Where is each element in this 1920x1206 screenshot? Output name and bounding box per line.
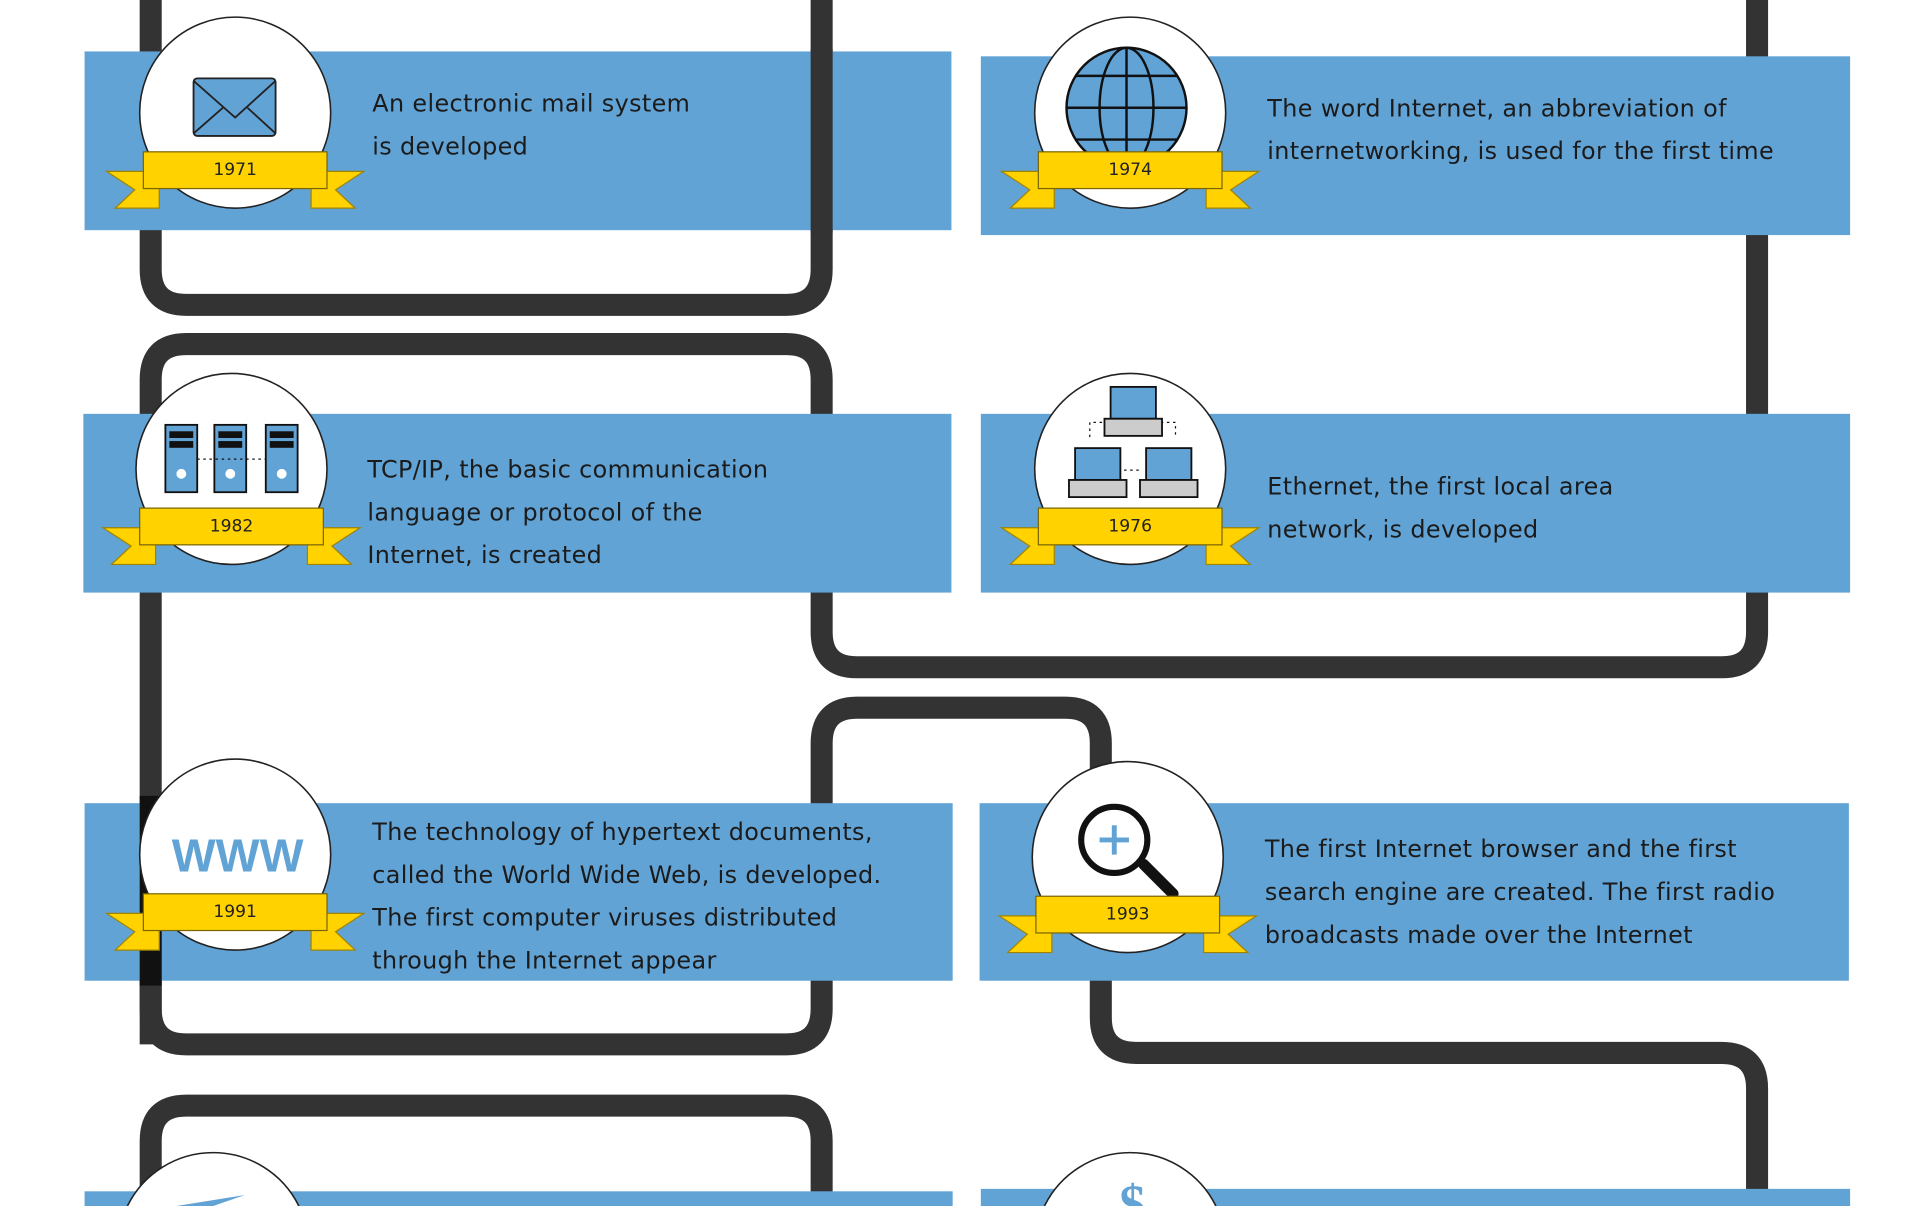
year-label: 1974 [1108,160,1152,180]
text-line: Ethernet, the first local area [1267,473,1613,501]
www-icon: WWW [172,830,304,882]
text-line: is developed [372,132,528,160]
envelope-icon [192,77,277,137]
text-line: search engine are created. The first rad… [1265,878,1775,906]
track-loop-4 [139,1094,833,1206]
dollar-icon: $ [1119,1174,1146,1206]
event-description-1974: The word Internet, an abbreviation of in… [1266,94,1774,165]
text-line: language or protocol of the [367,498,702,526]
year-label: 1971 [213,160,257,180]
text-line: broadcasts made over the Internet [1265,921,1693,949]
text-line: through the Internet appear [372,946,716,974]
track-loop-1 [139,0,833,316]
text-line: called the World Wide Web, is developed. [372,861,881,889]
text-line: internetworking, is used for the first t… [1267,137,1774,165]
network-icon [1068,385,1199,499]
event-banner-partial-left [84,1191,953,1206]
event-description-1982: TCP/IP, the basic communication language… [366,456,768,570]
text-line: The word Internet, an abbreviation of [1266,94,1727,122]
event-description-1993: The first Internet browser and the first… [1264,835,1775,949]
year-label: 1993 [1106,904,1150,924]
globe-icon [1065,46,1188,169]
text-line: The technology of hypertext documents, [371,818,873,846]
servers-icon [164,423,299,494]
medallion-partial-right [1043,1151,1217,1206]
text-line: The first computer viruses distributed [371,904,837,932]
text-line: Internet, is created [367,541,602,569]
text-line: TCP/IP, the basic communication [366,456,768,484]
event-description-1976: Ethernet, the first local area network, … [1267,473,1613,544]
year-label: 1976 [1108,516,1152,536]
year-label: 1991 [213,902,257,922]
track-loop-3 [139,696,1769,1206]
text-line: network, is developed [1267,515,1538,543]
text-line: An electronic mail system [372,89,690,117]
event-description-1991: The technology of hypertext documents, c… [371,818,881,975]
year-label: 1982 [210,516,254,536]
magnifier-icon [1078,803,1179,900]
event-description-1971: An electronic mail system is developed [372,89,690,160]
medallion-partial-left [126,1151,300,1206]
text-line: The first Internet browser and the first [1264,835,1737,863]
